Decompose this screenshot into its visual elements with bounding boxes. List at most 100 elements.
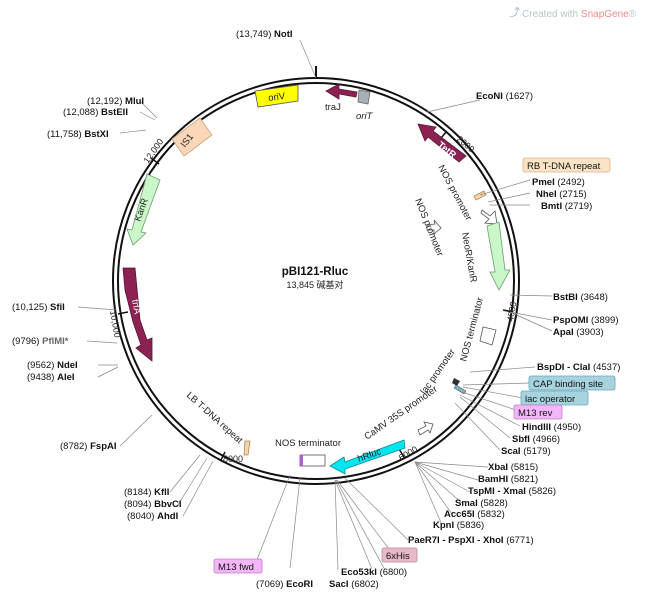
tick-12000: [150, 157, 160, 165]
site-pos-EcoRI: (7069): [256, 579, 283, 590]
site-enzyme-BbvCI: BbvCI: [154, 499, 181, 510]
feature-label-traJ: traJ: [325, 102, 341, 113]
feature-NeoR-KanR: [486, 221, 511, 291]
site-BmtI: BmtI (2719): [541, 201, 592, 212]
site-pos-AhdI: (8040): [127, 511, 154, 522]
site-pos-AleI: (9438): [27, 372, 54, 383]
snapgene-logo-icon: ⤴: [509, 5, 520, 19]
site-FspAI: (8782) FspAI: [60, 441, 117, 452]
box-label-RB-T-DNA-repeat: RB T-DNA repeat: [527, 161, 601, 172]
feature-KanR: [126, 173, 161, 246]
feature-label-trfA: trfA: [129, 299, 143, 316]
site-enzyme-BstXI: BstXI: [84, 129, 108, 140]
site-pos-XbaI: (5815): [511, 462, 538, 473]
site-PmeI: PmeI (2492): [532, 177, 585, 188]
box-label-M13-fwd: M13 fwd: [218, 562, 254, 573]
site-enzyme-EcoRI: EcoRI: [286, 579, 313, 590]
feature-label-nos-terminator-right: NOS terminator: [458, 296, 486, 363]
site-AleI: (9438) AleI: [27, 372, 75, 383]
site-pos-PaeR7I-PspXI-XhoI: (6771): [506, 535, 533, 546]
features: oriV traJ oriT TetR NOS promoter NeoR/Ka…: [122, 83, 511, 475]
site-XbaI: XbaI (5815): [488, 462, 538, 473]
feature-label-nos-terminator-bottom: NOS terminator: [275, 438, 341, 449]
feature-lac-marker-2: [453, 384, 467, 395]
brand-watermark: ⤴ Created with SnapGene®: [509, 5, 637, 20]
site-enzyme-MluI: MluI: [125, 96, 144, 107]
m13-fwd-marker: [300, 455, 303, 466]
site-pos-MluI: (12,192): [87, 96, 122, 107]
box-M13-rev: [513, 404, 563, 420]
plasmid-name: pBI121-Rluc: [282, 266, 349, 278]
site-BstXI: (11,758) BstXI: [47, 129, 109, 140]
feature-label-NeoR-KanR: NeoR/KanR: [459, 232, 479, 284]
site-enzyme-ScaI: ScaI: [501, 446, 521, 457]
tick-10000: [117, 311, 129, 315]
site-PflMI: (9796) PflMI*: [12, 336, 69, 347]
brand-prefix: Created with: [522, 9, 581, 20]
site-BstBI: BstBI (3648): [553, 292, 608, 303]
site-pos-BstEII: (12,088): [63, 107, 98, 118]
tick-label-8000: 8000: [223, 454, 243, 464]
site-PaeR7I-PspXI-XhoI: PaeR7I - PspXI - XhoI (6771): [408, 535, 534, 546]
site-SfiI: (10,125) SfiI: [12, 302, 65, 313]
site-enzyme-SacI: SacI: [329, 579, 349, 590]
site-enzyme-HindIII: HindIII: [522, 422, 551, 433]
site-enzyme-Acc65I: Acc65I: [444, 509, 475, 520]
brand-name: SnapGene: [581, 9, 629, 20]
site-enzyme-ApaI: ApaI: [553, 327, 574, 338]
site-Eco53kI: Eco53kI (6800): [341, 567, 407, 578]
plasmid-size: 13,845 碱基对: [286, 279, 343, 290]
box-label-M13-rev: M13 rev: [518, 408, 553, 419]
site-ScaI: ScaI (5179): [501, 446, 551, 457]
site-PspOMI: PspOMI (3899): [553, 315, 618, 326]
site-MluI: (12,192) MluI: [87, 96, 144, 107]
site-enzyme-NheI: NheI: [536, 189, 557, 200]
site-EcoRI: (7069) EcoRI: [256, 579, 313, 590]
feature-camv35s: [417, 421, 434, 436]
site-pos-PmeI: (2492): [557, 177, 584, 188]
site-enzyme-BmtI: BmtI: [541, 201, 562, 212]
site-enzyme-SmaI: SmaI: [455, 498, 478, 509]
site-pos-HindIII: (4950): [554, 422, 581, 433]
site-pos-BstBI: (3648): [580, 292, 607, 303]
feature-hRluc: [329, 439, 406, 475]
site-BamHI: BamHI (5821): [478, 474, 538, 485]
site-pos-BbvCI: (8094): [124, 499, 151, 510]
site-pos-BamHI: (5821): [511, 474, 538, 485]
site-SbfI: SbfI (4966): [512, 434, 560, 445]
site-enzyme-PspOMI: PspOMI: [553, 315, 588, 326]
tick-label-10000: 10,000: [108, 310, 123, 339]
site-enzyme-FspAI: FspAI: [90, 441, 116, 452]
site-SacI: SacI (6802): [329, 579, 379, 590]
site-enzyme-NdeI: NdeI: [57, 360, 78, 371]
boxed-labels: RB T-DNA repeat CAP binding site lac ope…: [213, 157, 616, 574]
site-pos-NheI: (2715): [559, 189, 586, 200]
site-enzyme-XbaI: XbaI: [488, 462, 508, 473]
site-BbvCI: (8094) BbvCI: [124, 499, 182, 510]
site-pos-BspDI-ClaI: (4537): [593, 362, 620, 373]
tick-2000: [440, 130, 448, 139]
tick-4000: [502, 309, 514, 313]
site-KflI: (8184) KflI: [124, 487, 169, 498]
site-EcoNI: EcoNI (1627): [476, 91, 533, 102]
site-pos-TspMI-XmaI: (5826): [529, 486, 556, 497]
feature-trfA: [122, 267, 153, 362]
site-pos-SbfI: (4966): [533, 434, 560, 445]
site-pos-EcoNI: (1627): [506, 91, 533, 102]
site-connectors: [77, 39, 553, 571]
site-pos-SacI: (6802): [351, 579, 378, 590]
site-enzyme-BspDI-ClaI: BspDI - ClaI: [537, 362, 590, 373]
site-pos-KpnI: (5836): [457, 520, 484, 531]
site-enzyme-EcoNI: EcoNI: [476, 91, 503, 102]
box-RB-T-DNA-repeat: [522, 157, 611, 173]
site-pos-NdeI: (9562): [27, 360, 54, 371]
feature-TetR: [417, 123, 467, 163]
site-enzyme-BstBI: BstBI: [553, 292, 578, 303]
site-pos-Eco53kI: (6800): [380, 567, 407, 578]
site-pos-BmtI: (2719): [565, 201, 592, 212]
feature-traJ: [325, 83, 358, 100]
feature-label-oriT: oriT: [356, 111, 374, 122]
site-enzyme-AleI: AleI: [57, 372, 74, 383]
site-pos-PflMI: (9796): [12, 336, 39, 347]
